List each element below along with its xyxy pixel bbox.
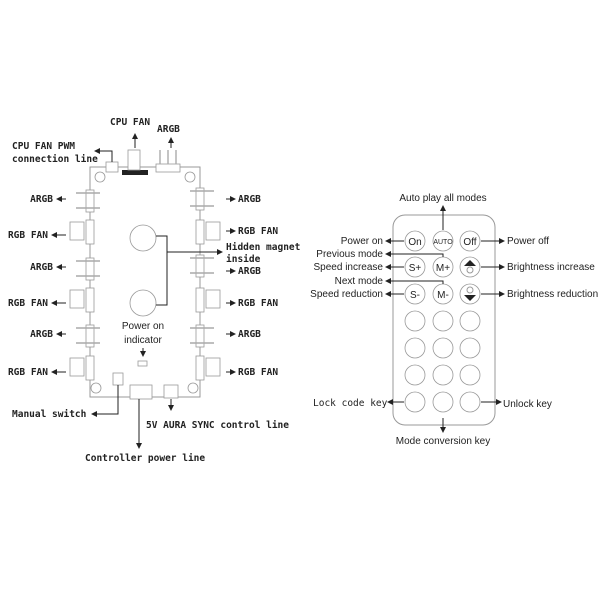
magnet-label-line1: Hidden magnet — [226, 242, 300, 253]
brightness-down-icon — [464, 295, 476, 301]
manual-switch-label: Manual switch — [12, 409, 86, 420]
pwm-label-line2: connection line — [12, 154, 98, 165]
remote-blank-button[interactable] — [404, 310, 426, 332]
left-headers — [69, 189, 100, 381]
auto-button[interactable]: AUTO — [432, 230, 454, 252]
left-port-label: RGB FAN — [8, 367, 48, 378]
sun-icon — [466, 266, 474, 274]
svg-text:On: On — [408, 237, 421, 248]
cpu-fan-plug — [127, 149, 141, 171]
unlock-key-button[interactable] — [459, 391, 481, 413]
remote-blank-button[interactable] — [432, 310, 454, 332]
manual-switch-connector — [112, 372, 124, 386]
sun-icon — [466, 286, 474, 294]
power-connector — [129, 384, 153, 400]
mode-conversion-key-button[interactable] — [432, 391, 454, 413]
previous-mode-label: Previous mode — [316, 249, 383, 260]
remote-blank-button[interactable] — [459, 337, 481, 359]
power-indicator-label-line2: indicator — [124, 335, 162, 346]
remote-control: On AUTO Off S+ M+ S- M- — [310, 193, 598, 447]
brightness-reduction-label: Brightness reduction — [507, 289, 598, 300]
remote-blank-button[interactable] — [459, 364, 481, 386]
cpu-fan-label: CPU FAN — [110, 117, 150, 128]
magnet-label-line2: inside — [226, 254, 261, 265]
svg-text:M-: M- — [437, 290, 449, 301]
remote-labels: Auto play all modes Power on Previous mo… — [310, 193, 598, 447]
remote-blank-button[interactable] — [404, 337, 426, 359]
brightness-increase-button[interactable] — [459, 256, 481, 278]
svg-text:AUTO: AUTO — [433, 239, 453, 246]
brightness-reduction-button[interactable] — [459, 283, 481, 305]
left-port-label: RGB FAN — [8, 298, 48, 309]
cpu-fan-header — [122, 170, 148, 175]
pwm-connector — [105, 161, 119, 173]
right-port-label: RGB FAN — [238, 367, 278, 378]
right-port-label: ARGB — [238, 194, 261, 205]
argb-top-label: ARGB — [157, 124, 180, 135]
mode-minus-button[interactable]: M- — [432, 283, 454, 305]
mount-hole-icon — [90, 382, 102, 394]
next-mode-label: Next mode — [335, 276, 384, 287]
auto-play-label: Auto play all modes — [399, 193, 486, 204]
left-port-label: ARGB — [30, 329, 53, 340]
remote-blank-button[interactable] — [432, 364, 454, 386]
power-off-label: Power off — [507, 236, 549, 247]
left-port-label: RGB FAN — [8, 230, 48, 241]
lock-code-key-label: Lock code key — [313, 398, 388, 409]
speed-increase-label: Speed increase — [314, 262, 384, 273]
power-indicator-label-line1: Power on — [122, 321, 164, 332]
left-port-label: ARGB — [30, 194, 53, 205]
remote-blank-button[interactable] — [404, 364, 426, 386]
controller-board — [69, 149, 221, 400]
magnet-icon — [129, 289, 157, 317]
remote-buttons: On AUTO Off S+ M+ S- M- — [404, 230, 481, 413]
svg-text:M+: M+ — [436, 263, 450, 274]
argb-top-header — [155, 163, 181, 173]
unlock-key-label: Unlock key — [503, 399, 552, 410]
mount-hole-icon — [187, 382, 199, 394]
aura-sync-label: 5V AURA SYNC control line — [146, 420, 289, 431]
right-port-label: RGB FAN — [238, 226, 278, 237]
board-outline — [89, 166, 201, 398]
power-led-icon — [137, 360, 148, 367]
right-port-label: ARGB — [238, 266, 261, 277]
lock-code-key-button[interactable] — [404, 391, 426, 413]
left-port-label: ARGB — [30, 262, 53, 273]
pwm-label-line1: CPU FAN PWM — [12, 141, 75, 152]
svg-text:S+: S+ — [409, 263, 422, 274]
remote-blank-button[interactable] — [432, 337, 454, 359]
right-port-label: RGB FAN — [238, 298, 278, 309]
brightness-up-icon — [464, 260, 476, 266]
right-port-label: ARGB — [238, 329, 261, 340]
on-button[interactable]: On — [404, 230, 426, 252]
remote-leaders — [385, 205, 505, 433]
controller-labels: CPU FAN ARGB CPU FAN PWM connection line… — [8, 117, 300, 464]
mount-hole-icon — [94, 171, 106, 183]
mount-hole-icon — [184, 171, 196, 183]
aura-sync-connector — [163, 384, 179, 399]
brightness-increase-label: Brightness increase — [507, 262, 595, 273]
speed-reduction-button[interactable]: S- — [404, 283, 426, 305]
right-headers — [190, 187, 221, 381]
speed-increase-button[interactable]: S+ — [404, 256, 426, 278]
remote-blank-button[interactable] — [459, 310, 481, 332]
off-button[interactable]: Off — [459, 230, 481, 252]
speed-reduction-label: Speed reduction — [310, 289, 383, 300]
controller-leaders — [51, 133, 236, 449]
magnet-icon — [129, 224, 157, 252]
mode-conversion-key-label: Mode conversion key — [396, 436, 491, 447]
svg-text:S-: S- — [410, 290, 420, 301]
svg-text:Off: Off — [463, 237, 476, 248]
power-line-label: Controller power line — [85, 453, 205, 464]
power-on-label: Power on — [341, 236, 383, 247]
mode-next-plus-button[interactable]: M+ — [432, 256, 454, 278]
